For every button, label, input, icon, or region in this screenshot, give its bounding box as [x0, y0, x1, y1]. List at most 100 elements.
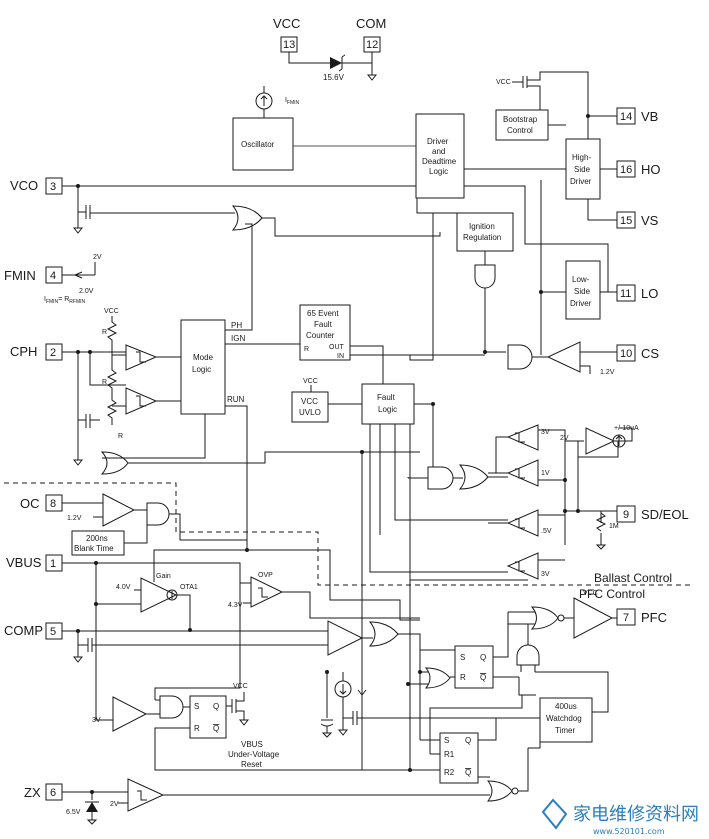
ota-current-icon — [166, 589, 191, 630]
uvlo-vcc: VCC — [303, 378, 318, 385]
mode-vcc: VCC — [104, 308, 119, 315]
and-gate-oc — [146, 502, 170, 526]
pin-fmin-label: FMIN — [4, 268, 36, 283]
pin-ho-label: HO — [641, 162, 661, 177]
label-3v-b: 3V — [541, 571, 550, 578]
pin-8-num: 8 — [50, 498, 56, 510]
watermark-text: 家电维修资料网 — [573, 804, 699, 825]
counter-r: R — [304, 346, 309, 353]
counter-label-2: Fault — [314, 320, 333, 329]
latch2-q: Q — [213, 702, 219, 711]
r-label-2: R — [102, 379, 107, 386]
label-05v: .5V — [541, 528, 552, 535]
high-side-driver-block — [565, 138, 601, 200]
comparator-cs — [546, 341, 581, 373]
pin-4-num: 4 — [50, 270, 56, 282]
wd-label-2: Watchdog — [546, 714, 582, 723]
zener-zx-icon — [85, 801, 99, 825]
label-1m: 1M — [609, 523, 619, 530]
pin-comp-label: COMP — [4, 623, 43, 638]
zener-diode-icon — [288, 52, 378, 81]
or-gate-latch — [424, 667, 451, 689]
watchdog-timer-block — [539, 697, 593, 743]
comparator-3v — [506, 424, 539, 451]
pin-16-num: 16 — [620, 164, 632, 176]
and-gate-cs — [507, 344, 533, 370]
pfc-control-label: PFC Control — [579, 587, 645, 601]
bootstrap-label-2: Control — [507, 126, 533, 135]
hs-label-2: Side — [574, 165, 591, 174]
fmin-20v: 2.0V — [79, 288, 94, 295]
pin-14-num: 14 — [620, 111, 632, 123]
comparator-vbus-uv — [112, 696, 148, 732]
latch2-s: S — [194, 702, 199, 711]
comparator-oc — [102, 493, 136, 527]
blank-time-block — [71, 530, 125, 556]
comparator-ovp — [250, 576, 284, 608]
pin-sdeol-label: SD/EOL — [641, 507, 689, 522]
and-gate-ignition — [474, 264, 496, 289]
opamp-10ua — [585, 427, 616, 455]
low-side-driver-block — [565, 260, 601, 320]
vcc-uvlo-block — [291, 391, 329, 423]
rs-latch-pfc — [454, 645, 494, 689]
bootstrap-vcc: VCC — [496, 79, 511, 86]
bootstrap-label-1: Bootstrap — [503, 115, 538, 124]
blank-label-1: 200ns — [86, 534, 108, 543]
driver-label-2: and — [432, 147, 445, 156]
mode-label-1: Mode — [193, 353, 214, 362]
ballast-control-label: Ballast Control — [594, 571, 672, 585]
uv-label-2: Under-Voltage — [228, 750, 280, 759]
comparator-comp — [327, 620, 364, 656]
pin-cs-label: CS — [641, 346, 659, 361]
latch1-s: S — [460, 653, 465, 662]
oc-12v: 1.2V — [67, 515, 82, 522]
fmin-2v: 2V — [93, 254, 102, 261]
nor-gate-pfc — [530, 606, 559, 630]
zx-65v: 6.5V — [66, 809, 81, 816]
wd-label-3: Timer — [555, 726, 575, 735]
latch3-q: Q — [465, 736, 471, 745]
zx-2v: 2V — [110, 801, 119, 808]
or-gate-mode — [100, 451, 129, 475]
latch3-r2: R2 — [444, 768, 455, 777]
current-source-icon — [255, 86, 273, 118]
run-label: RUN — [227, 395, 245, 404]
and-gate-vertical — [516, 644, 540, 666]
pfc-driver — [573, 597, 614, 639]
or-gate-fault — [458, 464, 489, 490]
pin-2-num: 2 — [50, 347, 56, 359]
latch1-qb: Q — [480, 673, 486, 682]
watermark: 家电维修资料网 www.520101.com — [541, 798, 699, 836]
pin-15-num: 15 — [620, 215, 632, 227]
comparator-zx — [127, 778, 165, 812]
comparator-cph-2 — [125, 387, 158, 415]
fault-label-2: Logic — [378, 405, 397, 414]
pin-12-num: 12 — [366, 39, 378, 51]
uv-vcc: VCC — [233, 683, 248, 690]
ign-label-2: Regulation — [463, 233, 501, 242]
label-3v: 3V — [541, 429, 550, 436]
pin-zx-label: ZX — [24, 785, 41, 800]
pin-com-label: COM — [356, 16, 386, 31]
pin-6-num: 6 — [50, 787, 56, 799]
r-label-3: R — [118, 433, 123, 440]
mode-label-2: Logic — [192, 365, 211, 374]
and-gate-fault — [427, 466, 454, 490]
comparator-1v — [506, 459, 539, 487]
ignition-regulation-block — [456, 212, 514, 252]
uv-label-1: VBUS — [241, 740, 263, 749]
latch3-qb: Q — [465, 768, 471, 777]
counter-label-3: Counter — [306, 331, 335, 340]
ign-label-1: Ignition — [469, 222, 495, 231]
r-label-1: R — [102, 329, 107, 336]
label-2v: 2V — [560, 435, 569, 442]
pin-7-num: 7 — [623, 612, 629, 624]
pin-cph-label: CPH — [10, 344, 37, 359]
rs-latch-zx — [439, 732, 479, 784]
pin-lo-label: LO — [641, 286, 658, 301]
uv-label-3: Reset — [241, 760, 263, 769]
pin-10-num: 10 — [620, 348, 632, 360]
counter-out: OUT — [329, 344, 345, 351]
